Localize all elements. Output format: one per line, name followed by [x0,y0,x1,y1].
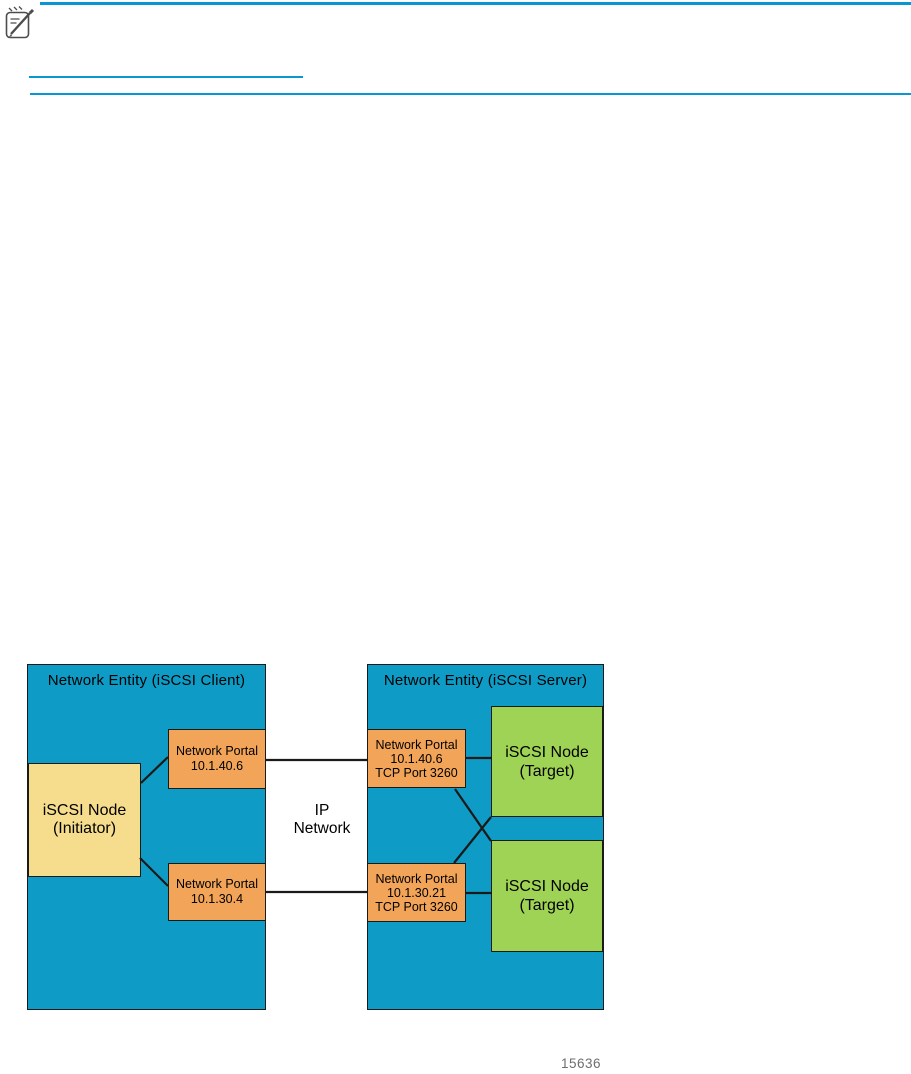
server-entity-title: Network Entity (iSCSI Server) [383,672,588,689]
ip-network-line1: IP [314,802,330,819]
target-node-2-box: iSCSI Node (Target) [491,840,603,952]
server-portal-2-box: Network Portal 10.1.30.21 TCP Port 3260 [367,863,466,922]
client-portal-2-label: Network Portal [176,877,258,891]
server-portal-1-port: TCP Port 3260 [375,765,458,780]
initiator-node-box: iSCSI Node (Initiator) [28,763,141,877]
target-node-1-label-line1: iSCSI Node [505,743,589,761]
client-portal-1-ip: 10.1.40.6 [190,759,244,773]
server-portal-2-port: TCP Port 3260 [375,899,458,914]
page-top-rule [40,2,911,5]
client-entity-title: Network Entity (iSCSI Client) [47,672,246,689]
server-portal-1-box: Network Portal 10.1.40.6 TCP Port 3260 [367,729,466,788]
target-node-2-label-line2: (Target) [519,897,575,914]
client-portal-1-label: Network Portal [176,744,258,758]
link-underline[interactable] [29,76,303,78]
section-rule [30,93,911,95]
client-portal-2-box: Network Portal 10.1.30.4 [168,863,266,921]
note-icon [5,6,35,39]
client-portal-1-box: Network Portal 10.1.40.6 [168,729,266,789]
server-portal-1-label: Network Portal [375,737,458,752]
server-portal-2-ip: 10.1.30.21 [386,885,447,900]
server-portal-1-ip: 10.1.40.6 [390,751,443,766]
client-portal-2-ip: 10.1.30.4 [190,892,244,906]
target-node-2-label-line1: iSCSI Node [505,878,589,895]
target-node-1-box: iSCSI Node (Target) [491,706,603,817]
initiator-node-label-line1: iSCSI Node [42,802,127,819]
server-portal-2-label: Network Portal [375,871,458,886]
ip-network-label: IP Network [286,802,358,838]
ip-network-line2: Network [293,820,351,837]
figure-number-label: 15636 [561,1056,602,1071]
target-node-1-label-line2: (Target) [519,762,575,780]
initiator-node-label-line2: (Initiator) [52,820,117,837]
